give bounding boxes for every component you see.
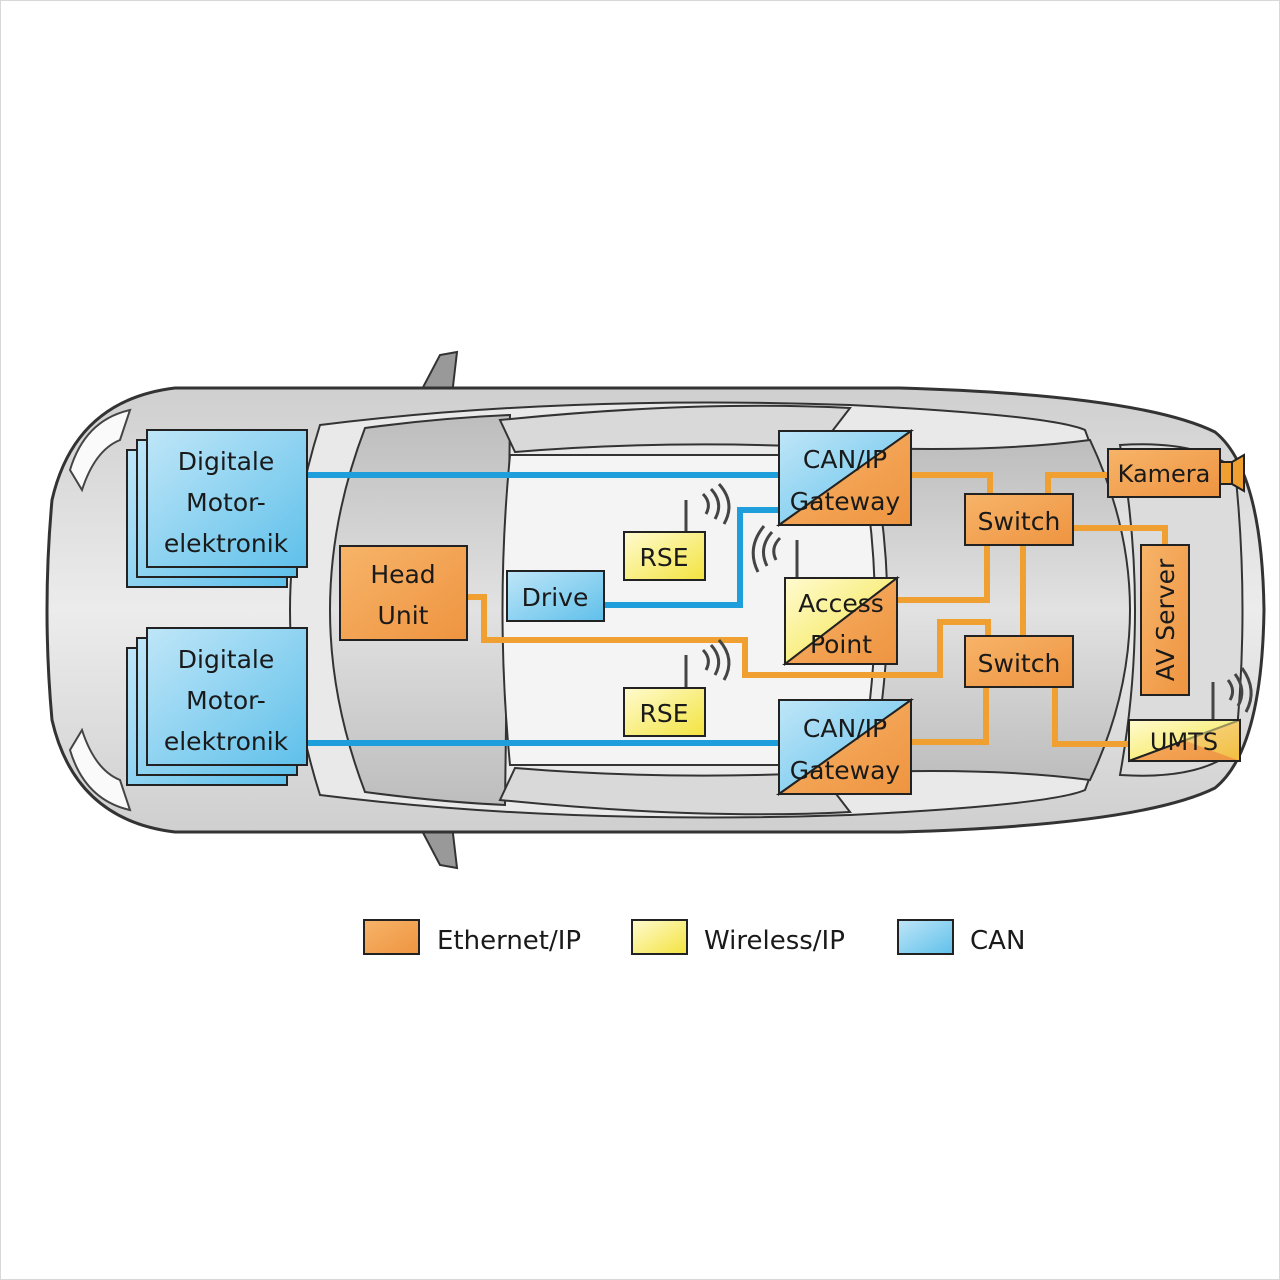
- gateway-top-label-1: CAN/IP: [803, 445, 887, 474]
- legend-item-ethernet: Ethernet/IP: [363, 919, 581, 956]
- eth-line-switch-bottom-gateway: [910, 688, 989, 745]
- dme-bottom-label-3: elektronik: [164, 727, 289, 756]
- access-point-label-1: Access: [798, 589, 884, 618]
- rse-bottom-signal-icon: [701, 639, 731, 681]
- node-drive: Drive: [506, 570, 605, 622]
- node-gateway-top: CAN/IP Gateway: [775, 429, 915, 527]
- umts-signal-icon: [1226, 667, 1253, 713]
- node-umts: UMTS: [1128, 667, 1253, 763]
- eth-line-headunit-switch-bottom: [468, 594, 991, 678]
- legend-swatch-wireless: [631, 919, 688, 955]
- legend: Ethernet/IP Wireless/IP CAN: [363, 919, 1025, 956]
- legend-item-can: CAN: [897, 919, 1025, 956]
- node-head-unit: Head Unit: [339, 545, 468, 641]
- kamera-label: Kamera: [1118, 460, 1211, 488]
- dme-bottom-label-1: Digitale: [178, 645, 274, 674]
- can-line-drive-gateway: [605, 507, 782, 608]
- dme-bottom-label-2: Motor-: [186, 686, 266, 715]
- dme-top-label-3: elektronik: [164, 529, 289, 558]
- node-dme-top: Digitale Motor- elektronik: [126, 429, 308, 588]
- switch-top-label: Switch: [978, 507, 1061, 536]
- umts-label: UMTS: [1150, 728, 1218, 756]
- node-av-server: AV Server: [1140, 544, 1190, 696]
- node-access-point: Access Point: [751, 525, 900, 667]
- node-kamera: Kamera: [1107, 448, 1245, 498]
- rse-bottom-label: RSE: [639, 699, 688, 728]
- legend-label-can: CAN: [970, 926, 1025, 956]
- eth-line-gateway-top-switch: [910, 472, 993, 494]
- legend-swatch-ethernet: [363, 919, 420, 955]
- eth-line-switch-top-avserver: [1072, 525, 1168, 545]
- ethernet-lines: [468, 472, 1168, 747]
- can-lines: [306, 472, 782, 746]
- gateway-bottom-label-1: CAN/IP: [803, 714, 887, 743]
- headlight-top: [68, 408, 132, 493]
- eth-line-switch-bottom-umts: [1052, 688, 1130, 747]
- dme-top-label-2: Motor-: [186, 488, 266, 517]
- legend-item-wireless: Wireless/IP: [631, 919, 845, 956]
- head-unit-label-2: Unit: [378, 601, 429, 630]
- access-point-label-2: Point: [810, 630, 872, 659]
- node-switch-top: Switch: [964, 493, 1074, 546]
- camera-lens-icon: [1219, 453, 1245, 493]
- side-window-top: [498, 404, 852, 454]
- rse-top-label: RSE: [639, 543, 688, 572]
- node-rse-top: RSE: [623, 483, 731, 581]
- legend-swatch-can: [897, 919, 954, 955]
- switch-bottom-label: Switch: [978, 649, 1061, 678]
- node-gateway-bottom: CAN/IP Gateway: [775, 698, 915, 796]
- eth-line-switch-top-kamera: [1045, 472, 1108, 494]
- head-unit-label-1: Head: [370, 560, 435, 589]
- gateway-top-label-2: Gateway: [790, 487, 901, 516]
- legend-label-ethernet: Ethernet/IP: [437, 926, 581, 956]
- node-switch-bottom: Switch: [964, 635, 1074, 688]
- access-point-signal-icon: [751, 525, 782, 573]
- av-server-label: AV Server: [1151, 558, 1180, 681]
- dme-top-label-1: Digitale: [178, 447, 274, 476]
- legend-label-wireless: Wireless/IP: [704, 926, 845, 956]
- headlight-bottom: [68, 727, 132, 812]
- eth-line-switch-top-access: [896, 546, 990, 603]
- drive-label: Drive: [522, 583, 589, 612]
- node-dme-bottom: Digitale Motor- elektronik: [126, 627, 308, 786]
- node-rse-bottom: RSE: [623, 639, 731, 737]
- rse-top-signal-icon: [701, 483, 731, 525]
- gateway-bottom-label-2: Gateway: [790, 756, 901, 785]
